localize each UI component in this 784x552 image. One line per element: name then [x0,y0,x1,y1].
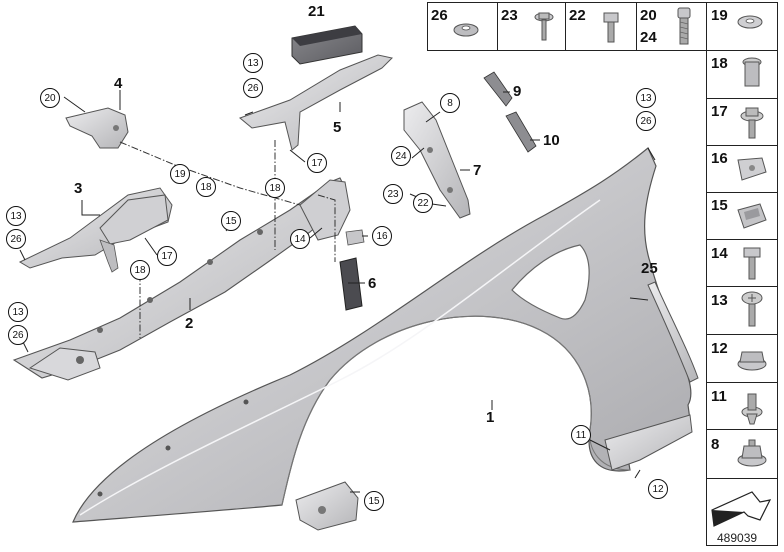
spring-nut-icon [737,203,767,229]
callout-16: 16 [372,226,392,246]
expansion-rivet-icon [741,393,763,425]
hex-screw-icon [743,247,761,280]
bracket-5-part [239,54,394,151]
callout-18: 18 [265,178,285,198]
part-label-3: 3 [74,180,83,197]
flange-nut-icon [737,351,767,371]
bracket-4-part [65,107,129,149]
table-num-15: 15 [711,197,728,214]
part-label-7: 7 [473,162,482,179]
table-num-8: 8 [711,436,720,453]
callout-23: 23 [383,184,403,204]
parts-table [427,2,778,546]
part-label-2: 2 [185,315,194,332]
callout-20: 20 [40,88,60,108]
table-num-23: 23 [501,7,518,24]
torx-screw-icon [741,291,763,327]
part-label-21: 21 [308,3,325,20]
washer-icon [453,23,479,37]
callout-11: 11 [571,425,591,445]
foam-block-part [291,25,363,65]
pad-6-part [339,257,363,311]
table-num-16: 16 [711,150,728,167]
callout-26: 26 [243,78,263,98]
orientation-arrow-icon [711,491,772,527]
clip-16-part [345,229,365,246]
callout-17: 17 [157,246,177,266]
table-num-13: 13 [711,292,728,309]
part-label-5: 5 [333,119,342,136]
part-label-6: 6 [368,275,377,292]
part-10 [505,111,537,153]
callout-26: 26 [6,229,26,249]
table-num-18: 18 [711,55,728,72]
flange-bolt-icon [534,12,554,41]
part-label-9: 9 [513,83,522,100]
table-num-22: 22 [569,7,586,24]
support-rail-part [12,177,351,381]
callout-24: 24 [391,146,411,166]
callout-19: 19 [170,164,190,184]
bracket-7-part [403,101,471,219]
table-num-12: 12 [711,340,728,357]
table-num-24: 24 [640,29,657,46]
callout-13: 13 [6,206,26,226]
part-label-25: 25 [641,260,658,277]
seal-strip-part [647,281,699,383]
part-label-4: 4 [114,75,123,92]
fender-part [72,147,693,531]
callout-13: 13 [636,88,656,108]
table-num-20: 20 [640,7,657,24]
part-9 [483,71,513,107]
socket-screw-icon [677,7,691,45]
table-num-26: 26 [431,7,448,24]
hex-nut-icon [737,439,767,467]
hex-bolt-icon [603,12,619,43]
callout-14: 14 [290,229,310,249]
flat-washer-icon [737,15,763,29]
callout-26: 26 [636,111,656,131]
callout-12: 12 [648,479,668,499]
callout-8: 8 [440,93,460,113]
callout-18: 18 [196,177,216,197]
callout-18: 18 [130,260,150,280]
bracket-3-part [18,187,173,273]
sleeve-icon [742,57,762,87]
callout-13: 13 [8,302,28,322]
part-label-1: 1 [486,409,495,426]
table-num-14: 14 [711,245,728,262]
part-label-10: 10 [543,132,560,149]
callout-13: 13 [243,53,263,73]
hex-flange-screw-icon [740,107,764,139]
callout-15: 15 [221,211,241,231]
callout-15: 15 [364,491,384,511]
table-num-11: 11 [711,388,727,405]
callout-17: 17 [307,153,327,173]
callout-26: 26 [8,325,28,345]
clip-nut-icon [737,157,767,181]
table-num-17: 17 [711,103,728,120]
callout-22: 22 [413,193,433,213]
document-number: 489039 [717,531,758,545]
table-num-19: 19 [711,7,728,24]
